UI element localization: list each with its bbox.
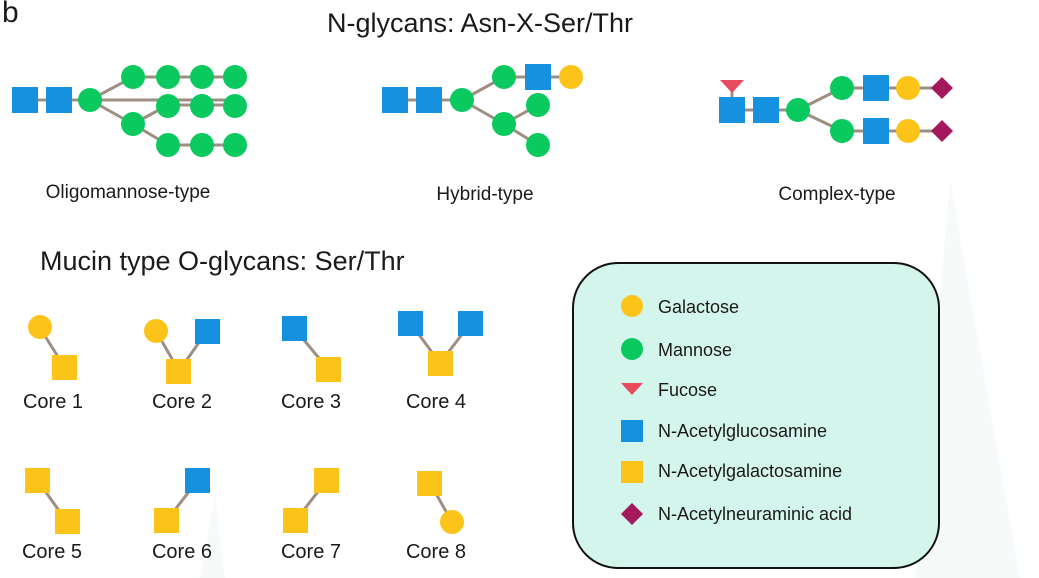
galnac-square-icon — [55, 509, 80, 534]
mannose-circle-icon — [190, 65, 214, 89]
mannose-circle-icon — [223, 94, 247, 118]
glcnac-square-icon — [863, 118, 889, 144]
fucose-triangle-icon — [720, 80, 744, 93]
galnac-square-icon — [25, 468, 50, 493]
mannose-circle-icon — [786, 98, 810, 122]
complex-label: Complex-type — [778, 184, 895, 205]
mannose-circle-icon — [621, 338, 643, 360]
glcnac-square-icon — [416, 87, 442, 113]
glcnac-square-icon — [863, 75, 889, 101]
mannose-circle-icon — [190, 133, 214, 157]
mannose-circle-icon — [121, 65, 145, 89]
legend-label: Fucose — [658, 380, 717, 400]
o-glycans-title: Mucin type O-glycans: Ser/Thr — [40, 246, 405, 276]
legend-label: N-Acetylneuraminic acid — [658, 504, 852, 524]
legend-label: N-Acetylglucosamine — [658, 421, 827, 441]
n-glycans-title: N-glycans: Asn-X-Ser/Thr — [327, 8, 633, 38]
glcnac-square-icon — [282, 316, 307, 341]
galactose-circle-icon — [144, 319, 168, 343]
galnac-square-icon — [154, 508, 179, 533]
core-label: Core 3 — [281, 391, 341, 413]
galnac-square-icon — [428, 351, 453, 376]
background-shade — [915, 180, 1020, 578]
glcnac-square-icon — [195, 319, 220, 344]
mannose-circle-icon — [830, 119, 854, 143]
mannose-circle-icon — [156, 65, 180, 89]
galnac-square-icon — [314, 468, 339, 493]
mannose-circle-icon — [526, 133, 550, 157]
neuraminic-acid-diamond-icon — [931, 77, 953, 99]
glcnac-square-icon — [12, 87, 38, 113]
mannose-circle-icon — [78, 88, 102, 112]
core6-structure — [154, 468, 210, 533]
background-shade — [200, 495, 225, 578]
mannose-circle-icon — [526, 93, 550, 117]
glcnac-square-icon — [382, 87, 408, 113]
glcnac-square-icon — [46, 87, 72, 113]
legend-label: N-Acetylgalactosamine — [658, 461, 842, 481]
galactose-circle-icon — [440, 510, 464, 534]
galnac-square-icon — [316, 357, 341, 382]
glcnac-square-icon — [621, 420, 643, 442]
mannose-circle-icon — [190, 94, 214, 118]
mannose-circle-icon — [121, 112, 145, 136]
glcnac-square-icon — [398, 311, 423, 336]
galnac-square-icon — [52, 355, 77, 380]
mannose-circle-icon — [492, 65, 516, 89]
oligomannose-structure — [12, 65, 247, 157]
galactose-circle-icon — [621, 295, 643, 317]
galactose-circle-icon — [896, 76, 920, 100]
legend: Galactose Mannose Fucose N-Acetylglucosa… — [572, 262, 940, 569]
galnac-square-icon — [621, 461, 643, 483]
core5-structure — [25, 468, 80, 534]
core1-structure — [28, 315, 77, 380]
mannose-circle-icon — [830, 76, 854, 100]
galactose-circle-icon — [559, 65, 583, 89]
core-label: Core 1 — [23, 391, 83, 413]
hybrid-structure — [382, 64, 583, 157]
glcnac-square-icon — [185, 468, 210, 493]
glcnac-square-icon — [458, 311, 483, 336]
glcnac-square-icon — [719, 97, 745, 123]
galnac-square-icon — [166, 359, 191, 384]
panel-letter: b — [2, 0, 19, 29]
fucose-triangle-icon — [621, 383, 643, 395]
hybrid-label: Hybrid-type — [436, 184, 533, 205]
mannose-circle-icon — [492, 112, 516, 136]
core4-structure — [398, 311, 483, 376]
complex-structure — [719, 75, 953, 144]
core-label: Core 4 — [406, 391, 466, 413]
galactose-circle-icon — [28, 315, 52, 339]
mannose-circle-icon — [156, 133, 180, 157]
legend-label: Mannose — [658, 340, 732, 360]
glcnac-square-icon — [753, 97, 779, 123]
mannose-circle-icon — [223, 133, 247, 157]
galnac-square-icon — [417, 471, 442, 496]
galactose-circle-icon — [896, 119, 920, 143]
neuraminic-acid-diamond-icon — [931, 120, 953, 142]
mannose-circle-icon — [223, 65, 247, 89]
core-label: Core 8 — [406, 541, 466, 563]
core-label: Core 7 — [281, 541, 341, 563]
legend-box — [572, 262, 940, 569]
oligomannose-label: Oligomannose-type — [46, 182, 211, 203]
neuraminic-acid-diamond-icon — [621, 503, 643, 525]
core7-structure — [283, 468, 339, 533]
core-label: Core 6 — [152, 541, 212, 563]
legend-label: Galactose — [658, 297, 739, 317]
galnac-square-icon — [283, 508, 308, 533]
mannose-circle-icon — [450, 88, 474, 112]
core-label: Core 5 — [22, 541, 82, 563]
core2-structure — [144, 319, 220, 384]
core-label: Core 2 — [152, 391, 212, 413]
mannose-circle-icon — [156, 94, 180, 118]
core3-structure — [282, 316, 341, 382]
core8-structure — [417, 471, 464, 534]
glcnac-square-icon — [525, 64, 551, 90]
